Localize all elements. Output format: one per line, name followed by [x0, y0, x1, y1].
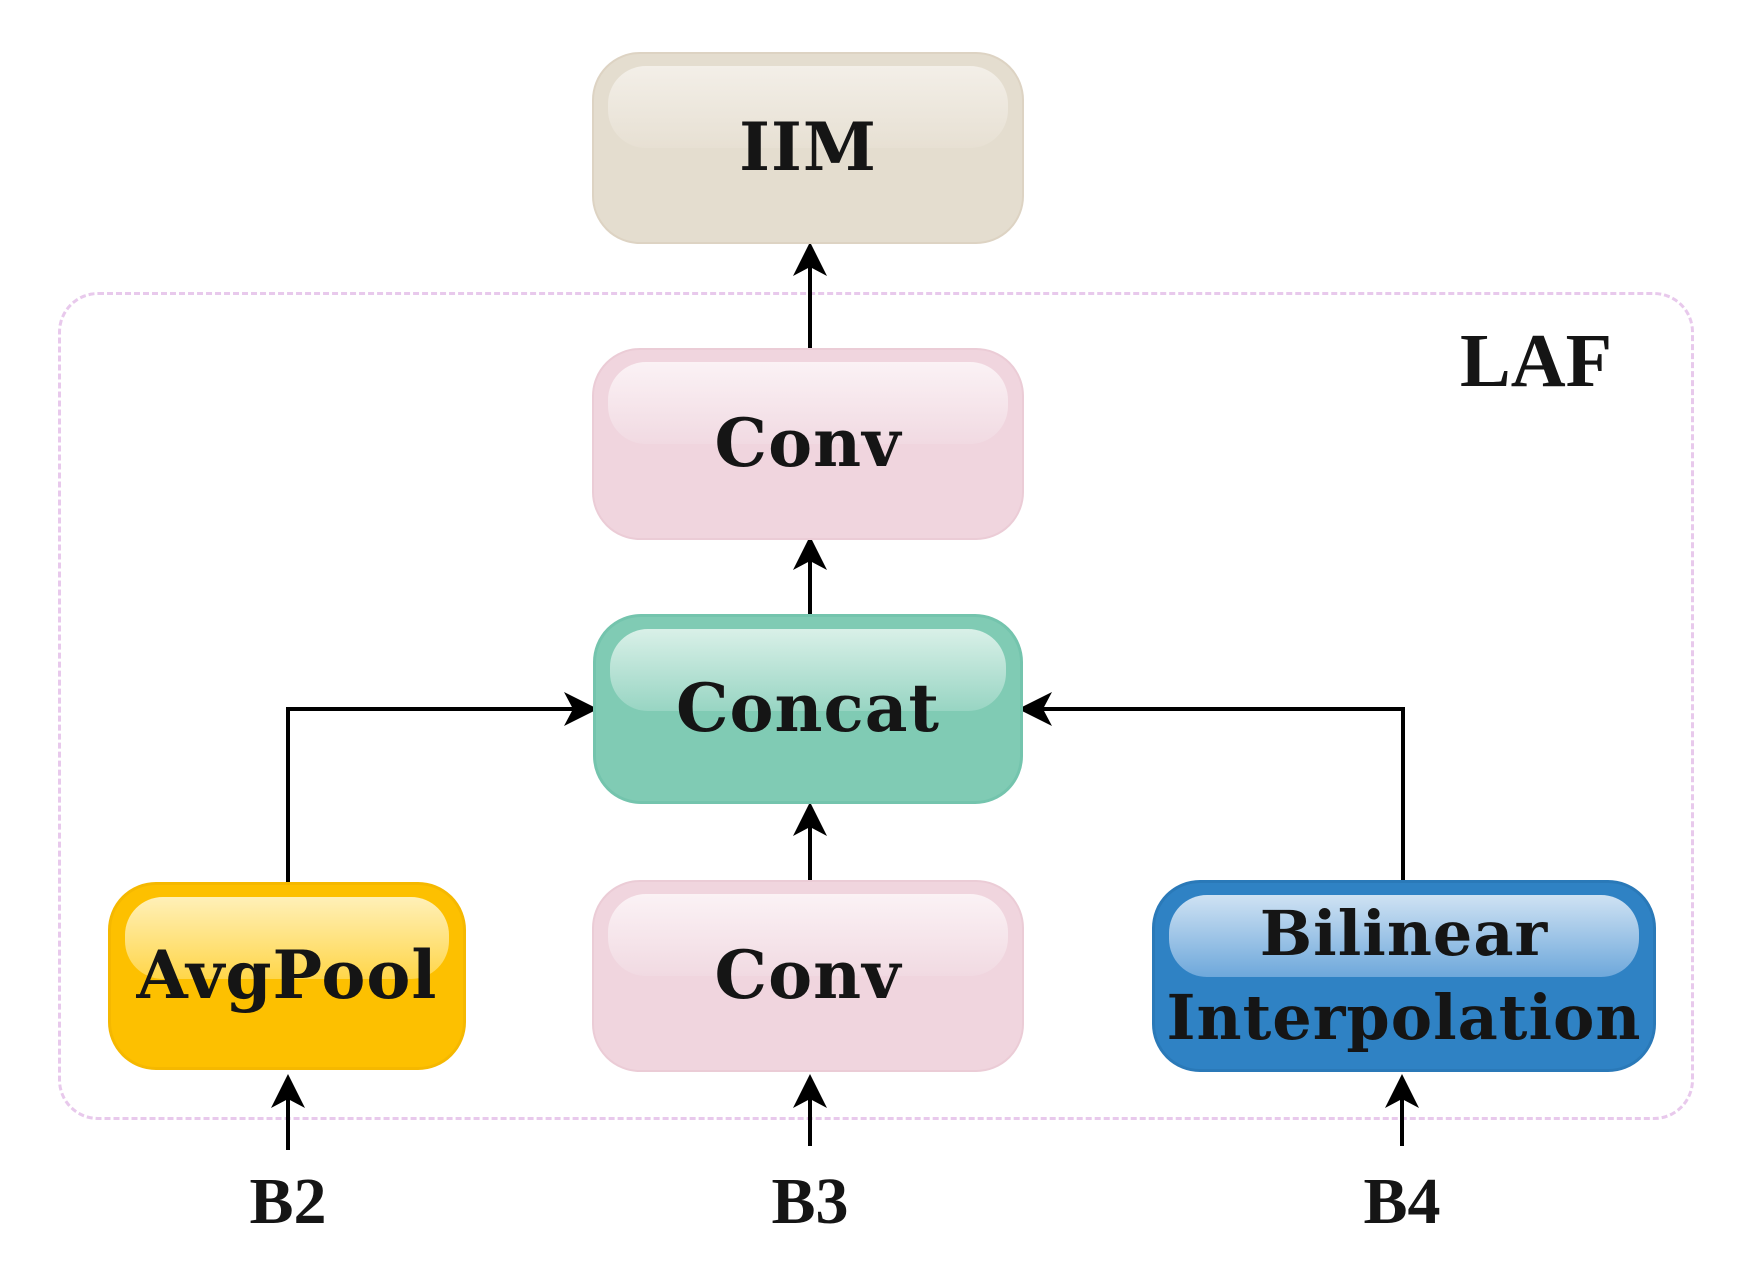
arrow-avgpool-to-concat [286, 692, 598, 882]
bilinear-label-line1: Bilinear [1259, 896, 1549, 970]
conv-top-label: Conv [714, 404, 902, 483]
laf-group-label: LAF [1460, 319, 1612, 403]
concat-node: Concat [593, 614, 1023, 804]
conv-bottom-label: Conv [714, 936, 902, 1015]
conv-top-node: Conv [592, 348, 1024, 540]
arrow-bilinear-to-concat [1018, 692, 1405, 880]
iim-node: IIM [592, 52, 1024, 244]
concat-label: Concat [676, 669, 940, 748]
conv-bottom-node: Conv [592, 880, 1024, 1072]
input-b3-label: B3 [771, 1165, 849, 1238]
input-b2-label: B2 [249, 1165, 327, 1238]
bilinear-label-line2: Interpolation [1166, 981, 1642, 1054]
bilinear-label: Bilinear Interpolation [1167, 892, 1642, 1061]
iim-label: IIM [739, 108, 877, 187]
avgpool-label: AvgPool [136, 936, 438, 1015]
laf-group-border [58, 292, 1694, 1120]
bilinear-interpolation-node: Bilinear Interpolation [1152, 880, 1656, 1072]
avgpool-node: AvgPool [108, 882, 466, 1070]
input-b4-label: B4 [1363, 1165, 1441, 1238]
